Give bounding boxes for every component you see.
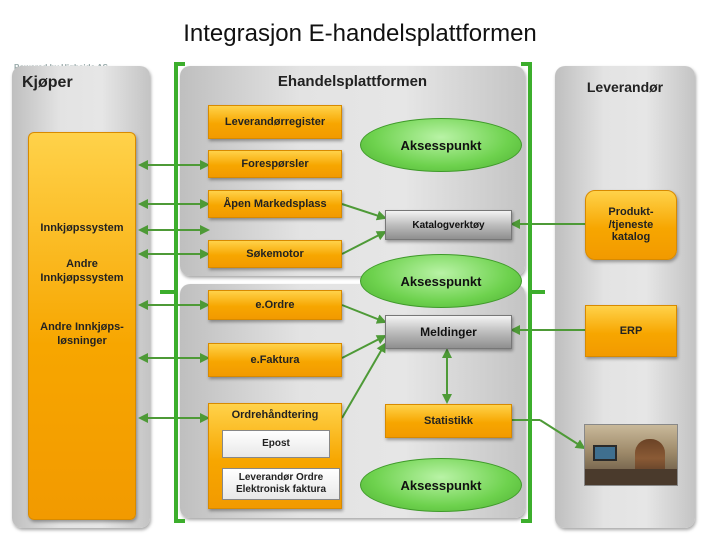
lev-ordre-line-1: Leverandør Ordre xyxy=(238,472,324,483)
statistikk-box: Statistikk xyxy=(385,404,512,438)
kjoper-panel: Kjøper Innkjøpssystem Andre Innkjøpssyst… xyxy=(12,66,150,528)
katalog-line-3: katalog xyxy=(611,231,651,244)
erp-box: ERP xyxy=(585,305,677,357)
produkt-katalog-box: Produkt- /tjeneste katalog xyxy=(585,190,677,260)
foresporsler-box: Forespørsler xyxy=(208,150,342,178)
losninger-line-1: Andre Innkjøps- xyxy=(40,321,124,333)
kjoper-andre-losninger-label: Andre Innkjøps- løsninger xyxy=(28,321,136,349)
efaktura-box: e.Faktura xyxy=(208,343,342,377)
platform-title: Ehandelsplattformen xyxy=(277,73,428,90)
ordrehandtering-label: Ordrehåndtering xyxy=(231,409,319,421)
katalog-line-1: Produkt- xyxy=(608,206,654,219)
kjoper-title: Kjøper xyxy=(22,74,73,91)
katalog-line-2: /tjeneste xyxy=(608,218,654,231)
epost-box: Epost xyxy=(222,430,330,458)
losninger-line-2: løsninger xyxy=(57,334,107,347)
slide-title: Integrasjon E-handelsplattformen xyxy=(183,20,537,47)
aksesspunkt-ellipse-top: Aksesspunkt xyxy=(360,118,522,172)
meldinger-box: Meldinger xyxy=(385,315,512,349)
sokemotor-box: Søkemotor xyxy=(208,240,342,268)
kjoper-orange-block xyxy=(28,132,136,520)
andre-line-1: Andre xyxy=(66,258,98,270)
apen-markedsplass-box: Åpen Markedsplass xyxy=(208,190,342,218)
photo-monitor xyxy=(593,445,617,461)
andre-line-2: Innkjøpssystem xyxy=(40,271,124,284)
kjoper-andre-innkjopssystem-label: Andre Innkjøpssystem xyxy=(28,258,136,286)
leverandor-title: Leverandør xyxy=(586,79,664,95)
leverandor-ordre-box: Leverandør Ordre Elektronisk faktura xyxy=(222,468,340,500)
kjoper-innkjopssystem-label: Innkjøpssystem xyxy=(40,222,124,234)
photo-desk xyxy=(585,469,677,485)
aksesspunkt-ellipse-bottom: Aksesspunkt xyxy=(360,458,522,512)
office-photo xyxy=(584,424,678,486)
katalogverktoy-box: Katalogverktøy xyxy=(385,210,512,240)
leverandorregister-box: Leverandørregister xyxy=(208,105,342,139)
lev-ordre-line-2: Elektronisk faktura xyxy=(235,484,327,495)
aksesspunkt-ellipse-middle: Aksesspunkt xyxy=(360,254,522,308)
eordre-box: e.Ordre xyxy=(208,290,342,320)
